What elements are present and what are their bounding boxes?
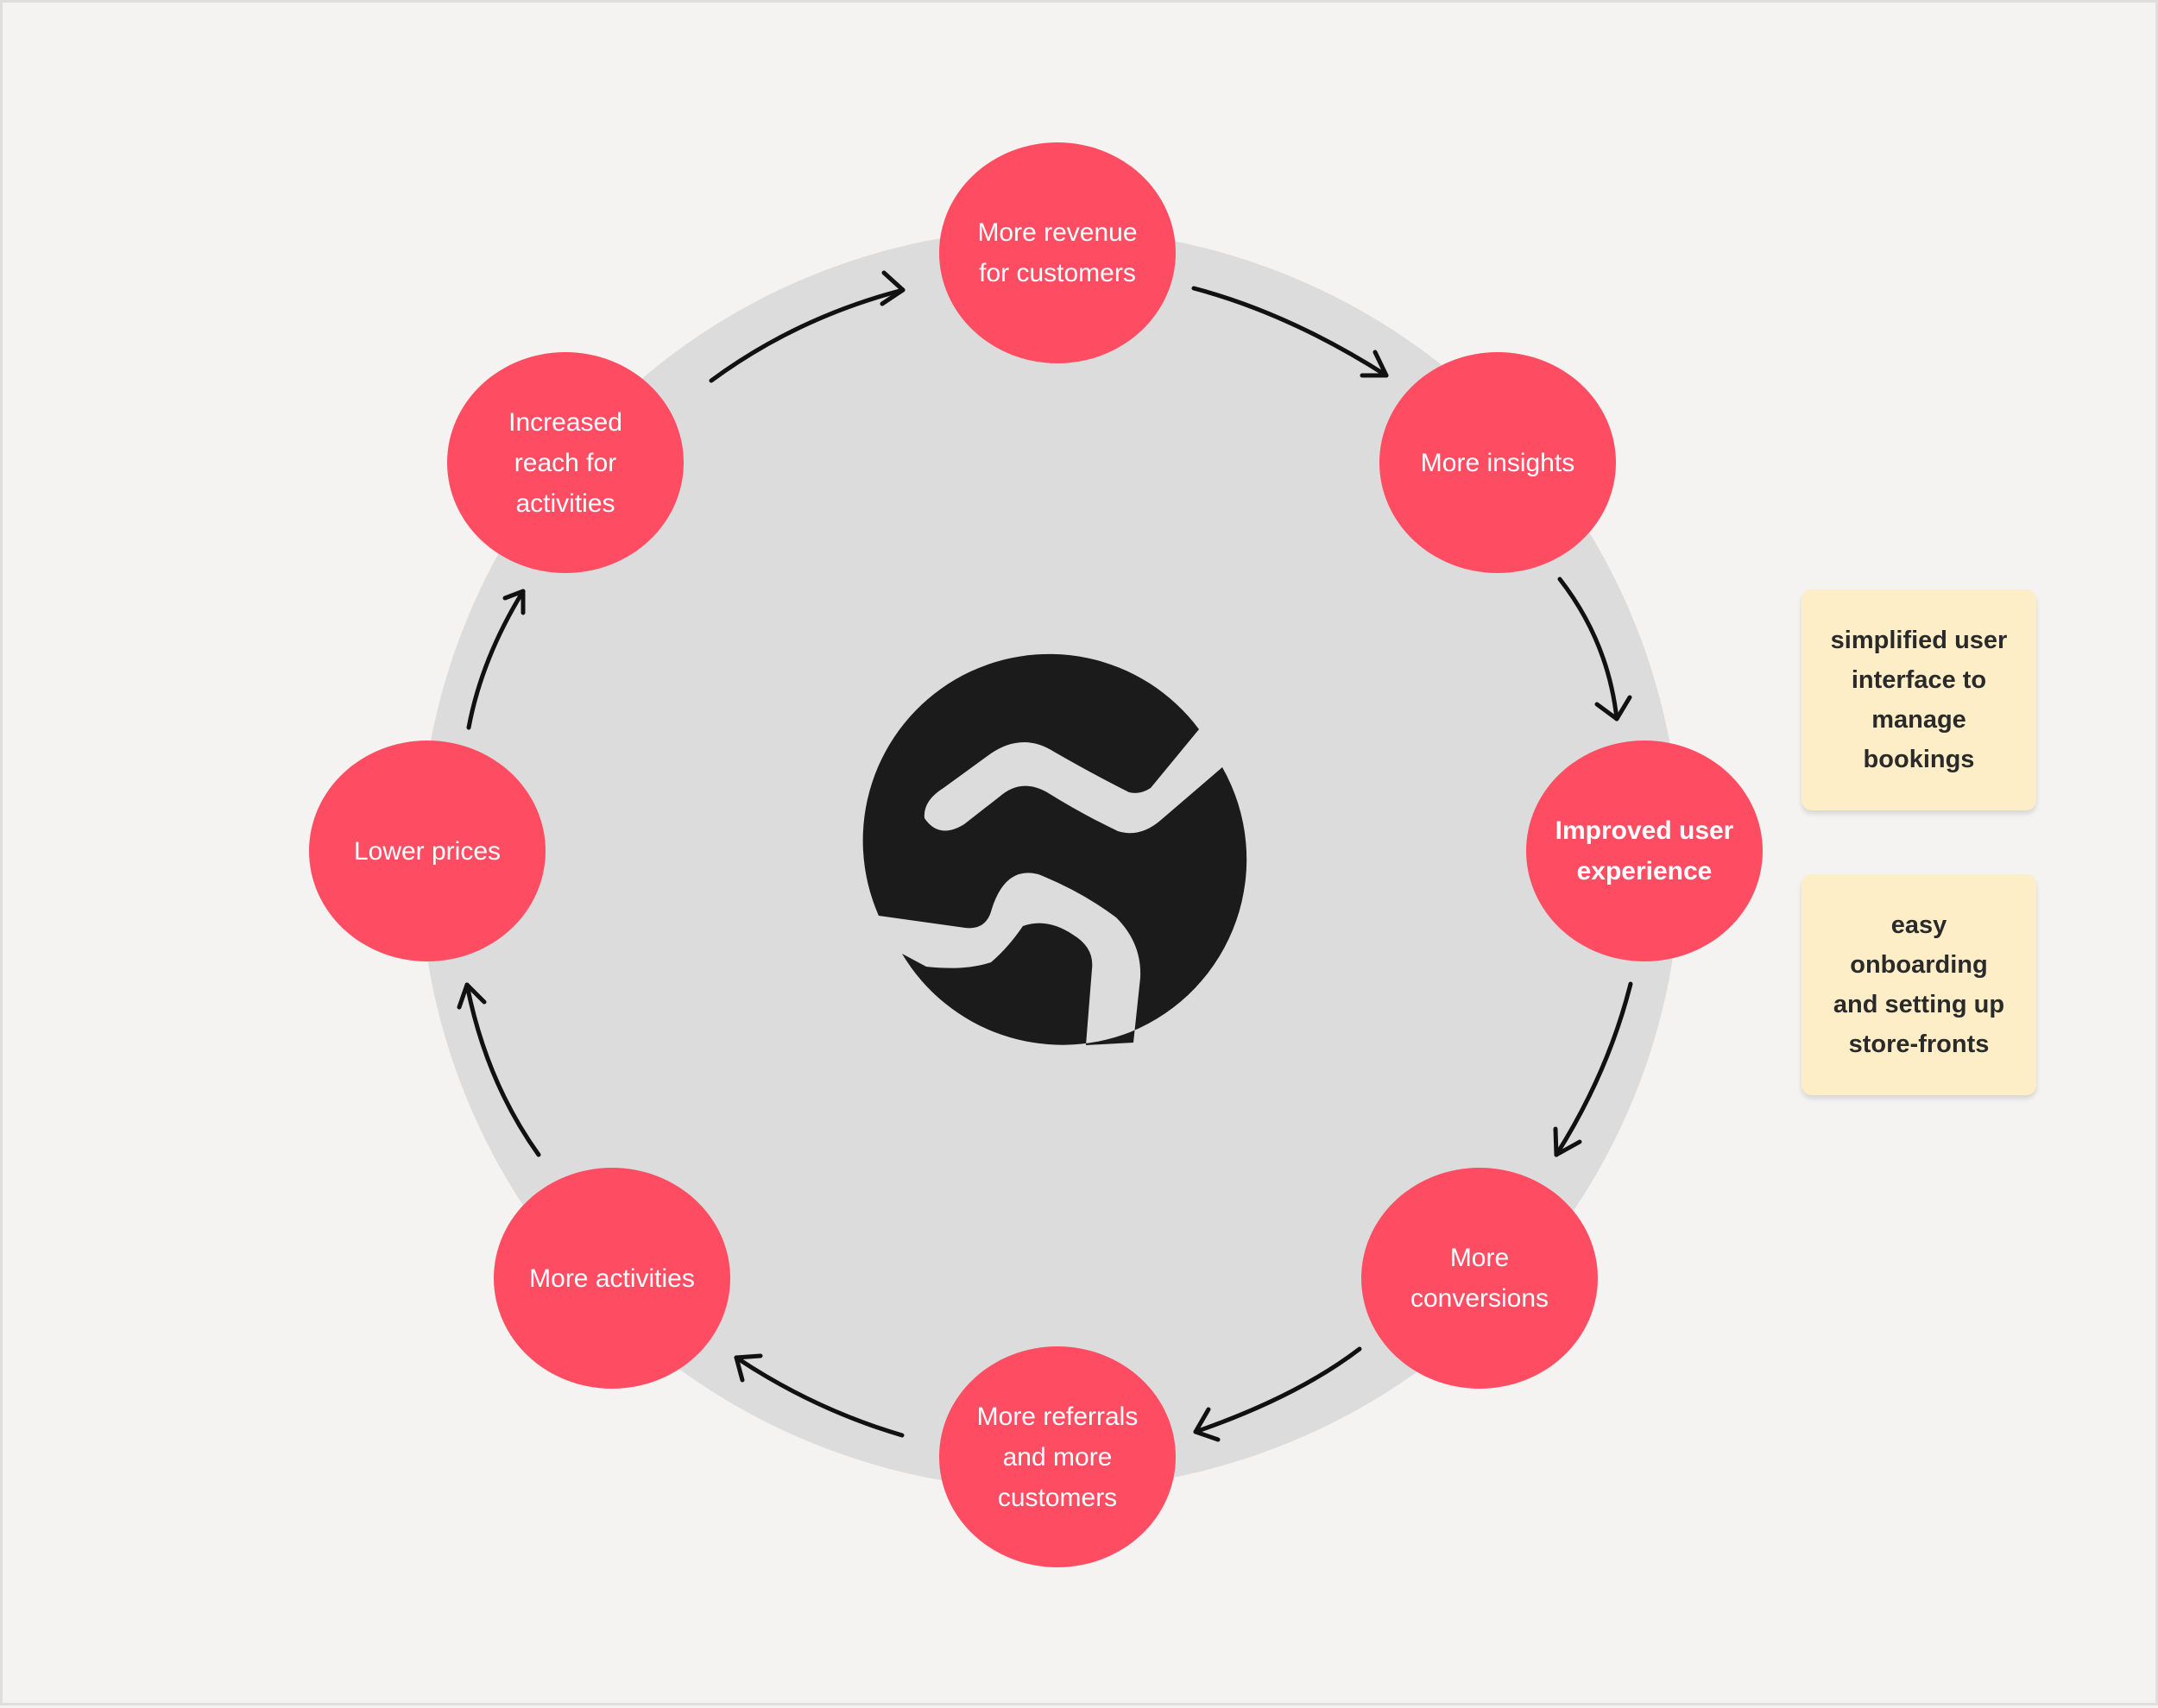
arrow-ux-to-conversions <box>1553 981 1633 1157</box>
node-more-conversions: More conversions <box>1361 1168 1598 1389</box>
open-arrowhead-icon <box>457 982 487 1010</box>
open-arrowhead-icon <box>1360 350 1389 378</box>
arrow-revenue-to-insights <box>1191 286 1389 378</box>
arrow-insights-to-ux <box>1557 577 1632 722</box>
node-more-insights: More insights <box>1379 352 1616 573</box>
open-arrowhead-icon <box>1553 1126 1582 1157</box>
node-lower-prices: Lower prices <box>309 741 546 961</box>
sticky-note-easy-onboarding: easy onboarding and setting up store-fro… <box>1801 874 2036 1095</box>
open-arrowhead-icon <box>502 589 526 615</box>
arrow-prices-to-reach <box>466 589 526 730</box>
node-increased-reach: Increased reach for activities <box>447 352 684 573</box>
node-more-referrals: More referrals and more customers <box>939 1346 1176 1567</box>
node-more-activities: More activities <box>494 1168 730 1389</box>
open-arrowhead-icon <box>734 1353 763 1383</box>
node-more-revenue: More revenue for customers <box>939 142 1176 363</box>
node-improved-user-experience: Improved user experience <box>1526 741 1763 961</box>
sticky-note-simplified-ui: simplified user interface to manage book… <box>1801 589 2036 810</box>
center-logo <box>862 653 1247 1045</box>
open-arrowhead-icon <box>1594 695 1632 722</box>
open-arrowhead-icon <box>1193 1407 1221 1442</box>
brand-logo-icon <box>862 653 1247 1045</box>
open-arrowhead-icon <box>880 270 905 306</box>
arrow-reach-to-revenue <box>709 270 905 383</box>
cycle-arrows <box>457 270 1633 1442</box>
arrow-activities-to-prices <box>457 982 541 1157</box>
arrow-referrals-to-activities <box>734 1353 905 1438</box>
arrow-conversions-to-referrals <box>1193 1346 1362 1442</box>
